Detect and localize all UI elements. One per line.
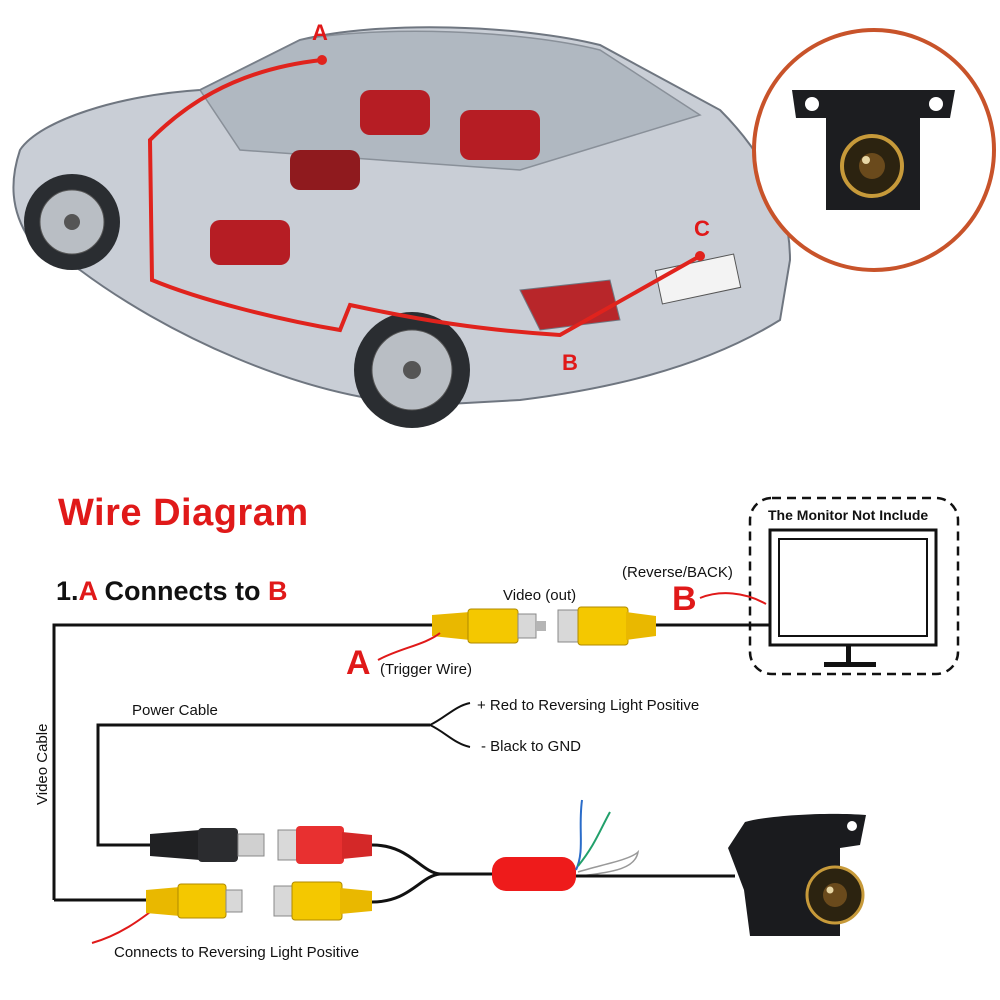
connects-positive-label: Connects to Reversing Light Positive (114, 944, 360, 961)
step-prefix: 1. (56, 576, 79, 606)
wire-point-c (695, 251, 705, 261)
trigger-wire-white (577, 849, 640, 877)
car-license-plate (654, 253, 742, 305)
callout-a (377, 632, 441, 661)
car-illustration (12, 26, 996, 428)
car-label-c: C (694, 216, 710, 241)
reverse-back-label: (Reverse/BACK) (622, 564, 733, 581)
camera-body (728, 813, 866, 936)
car-seat (290, 150, 360, 190)
rca-male-lower (146, 883, 243, 919)
wire-point-a (317, 55, 327, 65)
black-gnd-label: - Black to GND (481, 738, 582, 755)
power-cable-label: Power Cable (132, 702, 218, 719)
monitor-icon (768, 528, 938, 667)
video-cable-label: Video Cable (34, 723, 51, 805)
step-a: A (78, 576, 98, 606)
trigger-wire-label: (Trigger Wire) (380, 661, 472, 678)
car-front-wheel (24, 174, 120, 270)
car-routing-wire (147, 58, 701, 338)
a-marker: A (346, 644, 371, 682)
rca-male-a (432, 608, 546, 644)
trigger-wire-green (577, 811, 611, 867)
camera-inset-image (792, 90, 955, 210)
power-split (429, 702, 471, 748)
car-label-a: A (312, 20, 328, 45)
car-label-b: B (562, 350, 578, 375)
rca-female-lower (273, 881, 372, 921)
dc-female-connector (277, 826, 372, 864)
monitor-label: The Monitor Not Include (768, 507, 929, 523)
car-seat (360, 90, 430, 135)
step-heading: 1.A Connects to B (56, 576, 288, 607)
monitor-dashed-box (748, 496, 960, 676)
step-middle: Connects to (97, 576, 269, 606)
video-out-label: Video (out) (503, 587, 577, 604)
power-cable (96, 723, 430, 847)
video-wire-top (52, 623, 437, 900)
callout-b (699, 592, 767, 605)
diagram-title: Wire Diagram (58, 492, 309, 534)
b-marker: B (672, 580, 697, 618)
merge-wires (371, 843, 494, 904)
rca-female-b (557, 606, 656, 646)
step-b: B (268, 576, 288, 606)
car-glass (198, 30, 702, 171)
red-positive-label: + Red to Reversing Light Positive (477, 697, 700, 714)
car-seat (210, 220, 290, 265)
junction-sleeve (492, 857, 576, 891)
car-rear-wheel (354, 312, 470, 428)
trigger-wire-blue (575, 799, 583, 871)
dc-male-connector (150, 828, 265, 862)
car-seat (460, 110, 540, 160)
